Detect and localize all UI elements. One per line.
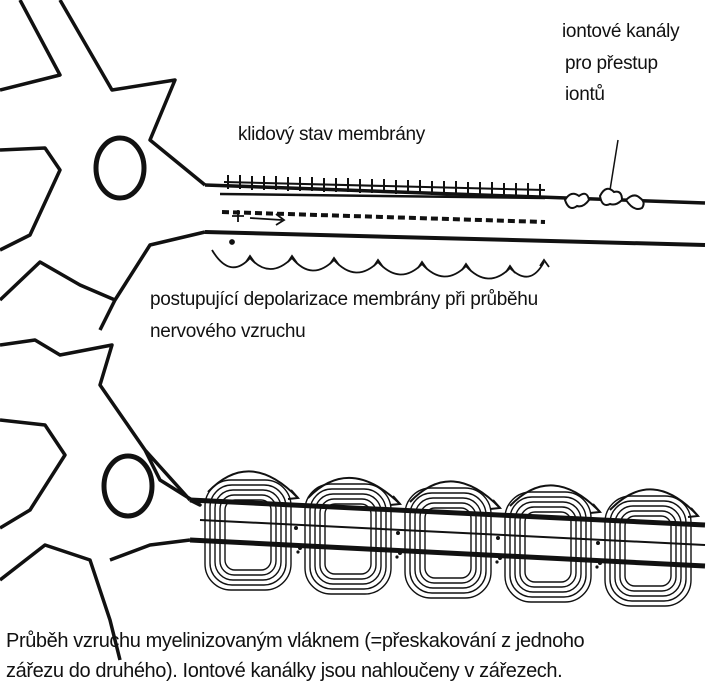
depolarization-plus bbox=[230, 210, 284, 244]
myelin-segment bbox=[405, 488, 491, 598]
bottom-neuron-nucleus bbox=[104, 456, 152, 516]
top-neuron bbox=[0, 0, 205, 330]
top-neuron-soma bbox=[0, 0, 205, 330]
ion-channels-label-line-1: iontové kanály bbox=[562, 20, 679, 44]
top-neuron-nucleus bbox=[96, 138, 144, 198]
ion-channels-label-line-2: pro přestup bbox=[565, 52, 658, 76]
bottom-neuron bbox=[0, 340, 200, 660]
depolarization-label-line-1: postupující depolarizace membrány při pr… bbox=[150, 288, 538, 312]
ion-channel-pointer bbox=[610, 140, 618, 190]
myelin-segment bbox=[505, 492, 591, 602]
myelin-segment bbox=[205, 480, 291, 590]
myelin-segment bbox=[305, 484, 391, 594]
bottom-neuron-soma bbox=[0, 340, 200, 660]
ion-channels-label-line-3: iontů bbox=[565, 83, 605, 107]
ion-channel-blobs bbox=[565, 189, 644, 209]
bottom-axon bbox=[190, 500, 705, 566]
depolarization-loops bbox=[212, 250, 549, 279]
caption-line-2: zářezu do druhého). Iontové kanálky jsou… bbox=[6, 656, 712, 686]
resting-state-label: klidový stav membrány bbox=[238, 123, 425, 147]
depolarization-label-line-2: nervového vzruchu bbox=[150, 320, 305, 344]
caption-line-1: Průběh vzruchu myelinizovaným vláknem (=… bbox=[6, 626, 712, 656]
myelin-segment bbox=[605, 496, 691, 606]
diagram-caption: Průběh vzruchu myelinizovaným vláknem (=… bbox=[6, 626, 712, 686]
